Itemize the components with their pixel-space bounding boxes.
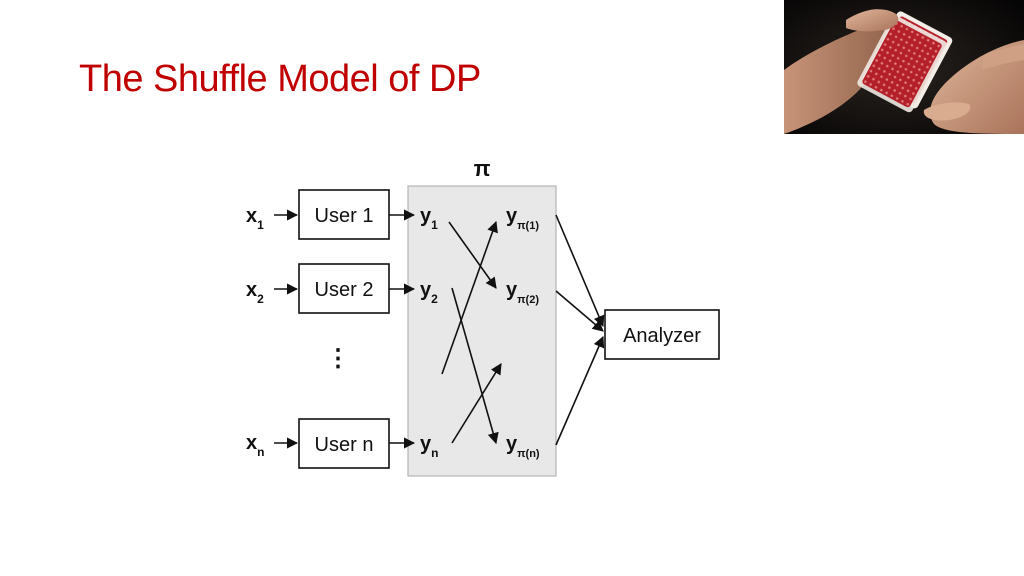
user-n-box	[298, 418, 390, 469]
arrow-ypin-analyzer	[555, 335, 605, 446]
output-ypin: yπ(n)	[506, 433, 540, 460]
output-y2: y2	[420, 279, 438, 306]
arrow-ypi1-analyzer	[555, 214, 605, 328]
input-xn: xn	[246, 432, 264, 459]
input-row-1: x1 User 1 y1	[246, 189, 438, 240]
shuffler-box	[407, 185, 557, 477]
perm-arrow-yn-up	[451, 363, 502, 444]
arrow-ypi2-analyzer	[555, 290, 604, 332]
user-1-box	[298, 189, 390, 240]
output-yn: yn	[420, 433, 438, 460]
output-y1: y1	[420, 205, 438, 232]
slide-title: The Shuffle Model of DP	[79, 58, 481, 100]
input-row-n: xn User n yn	[246, 418, 438, 469]
perm-arrow-y1-ypi2	[448, 221, 497, 289]
user-2-box	[298, 263, 390, 314]
shuffler-label: π	[474, 156, 491, 181]
output-ypi1: yπ(1)	[506, 205, 539, 232]
analyzer-box	[604, 309, 720, 360]
perm-arrow-up-ypi1	[441, 220, 498, 375]
input-row-2: x2 User 2 y2	[246, 263, 438, 314]
ellipsis: ⋮	[326, 345, 350, 372]
user-1-label: User 1	[315, 205, 374, 227]
user-2-label: User 2	[315, 279, 374, 301]
shuffling-cards-photo	[784, 0, 1024, 134]
input-x1: x1	[246, 205, 264, 232]
output-ypi2: yπ(2)	[506, 279, 539, 306]
perm-arrow-y2-ypin	[451, 287, 499, 445]
analyzer-label: Analyzer	[623, 325, 701, 347]
input-x2: x2	[246, 279, 264, 306]
user-n-label: User n	[315, 434, 374, 456]
